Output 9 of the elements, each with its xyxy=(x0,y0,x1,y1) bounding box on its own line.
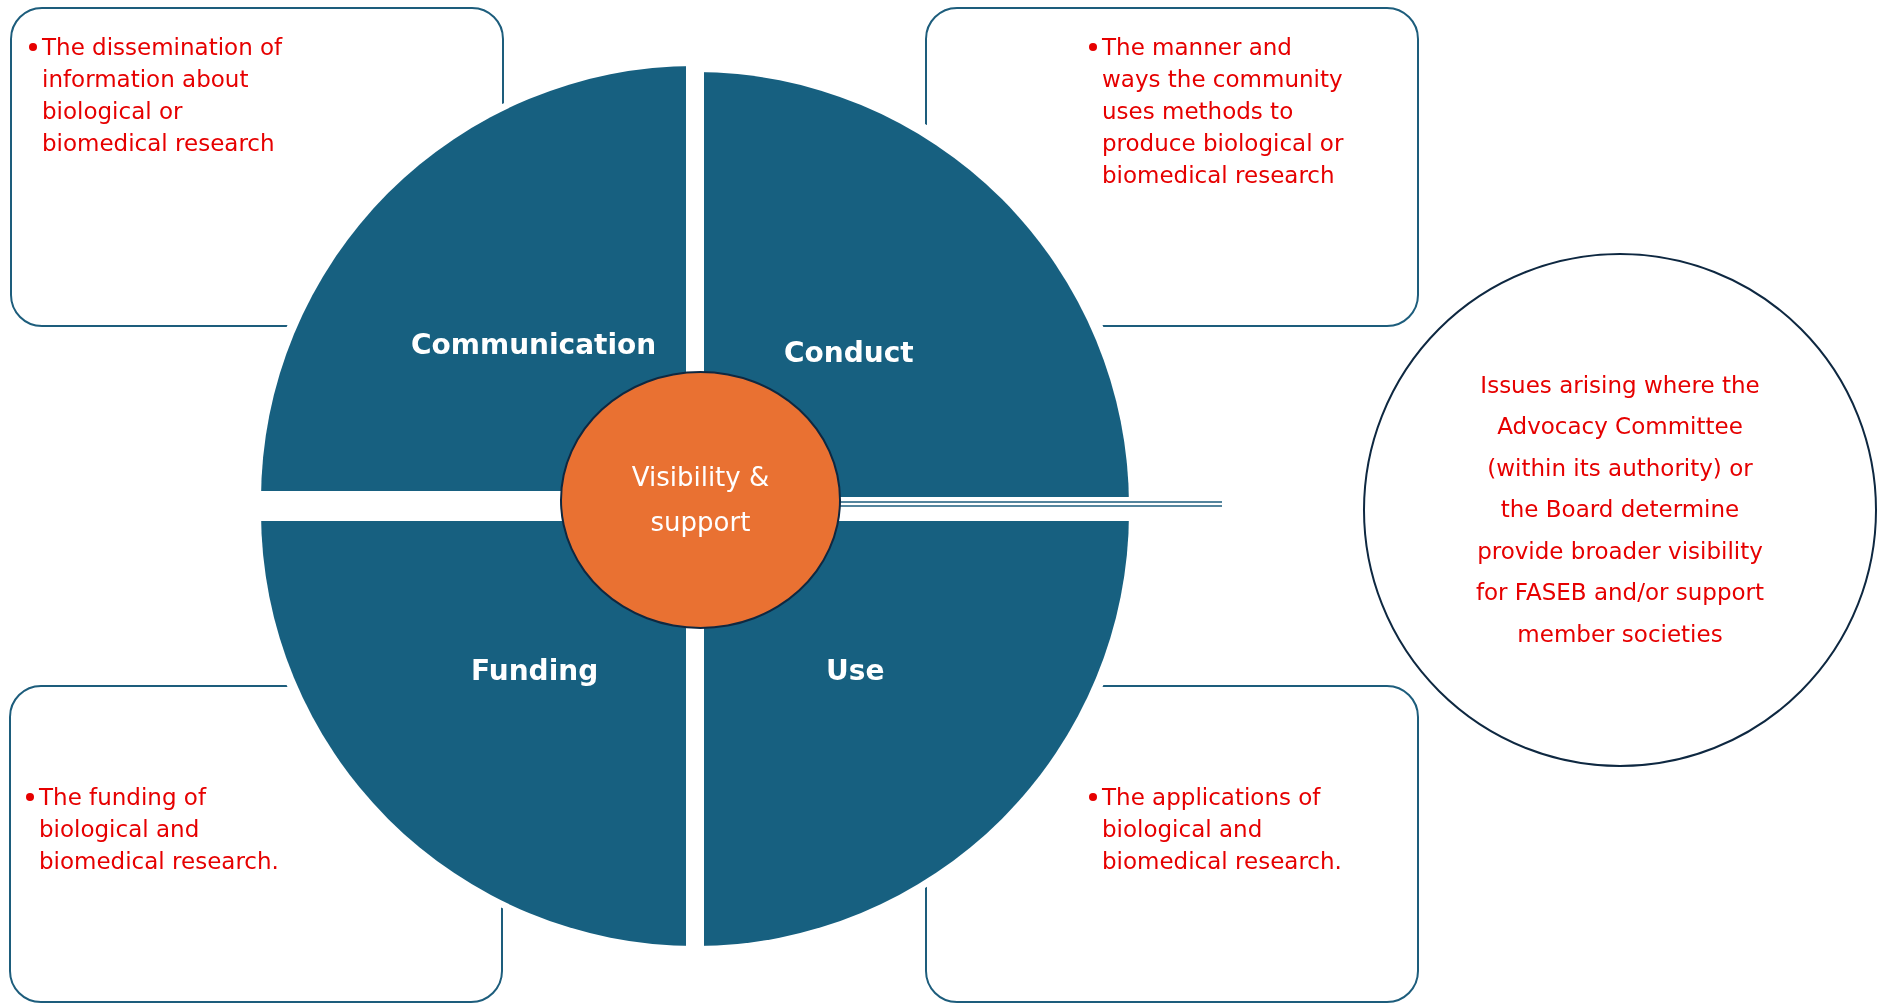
text-box xyxy=(925,685,1419,1003)
note-circle: Issues arising where the Advocacy Committee (within its authority) or the Board determine provide broader visibility for FASEB and/or support member societies xyxy=(1363,253,1877,767)
text-box xyxy=(9,685,503,1003)
bullet-text: The manner and ways the community uses methods to produce biological or biomedical research xyxy=(1102,33,1345,190)
text-box xyxy=(10,7,504,327)
bullet-text: The applications of biological and biomedical research. xyxy=(1102,783,1342,876)
text-box xyxy=(925,7,1419,327)
bullet-text: The funding of biological and biomedical research. xyxy=(39,783,280,876)
bullet-text: The dissemination of information about biological or biomedical research xyxy=(42,33,284,158)
